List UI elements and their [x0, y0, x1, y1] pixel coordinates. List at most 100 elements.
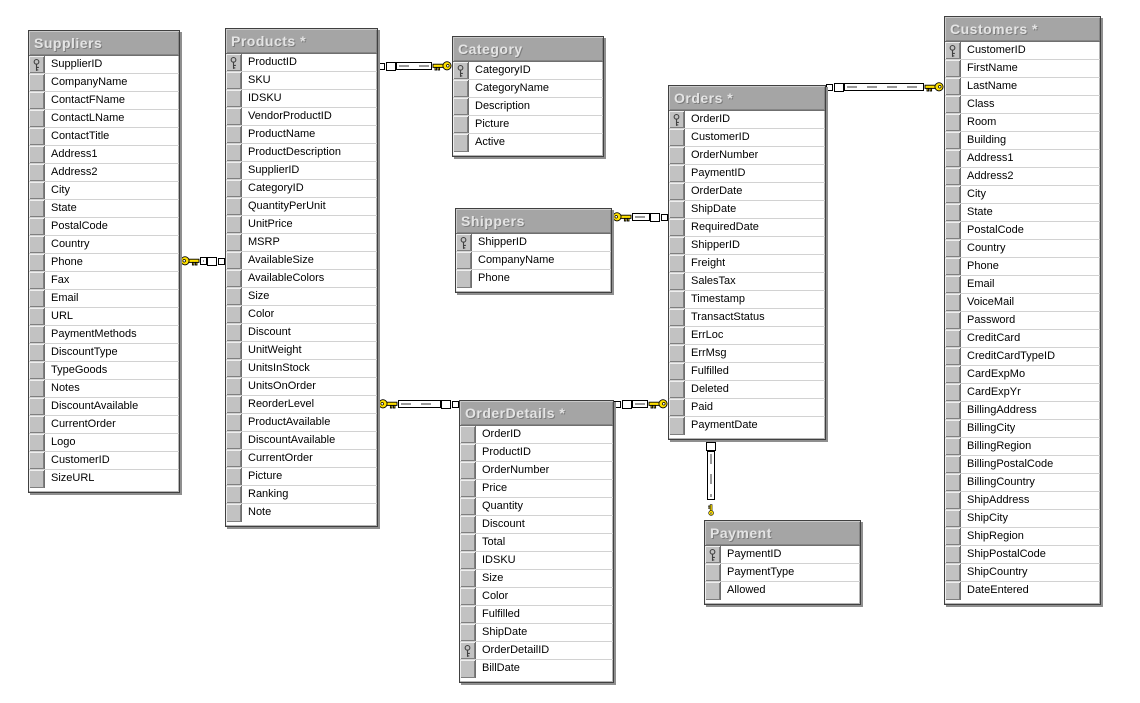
field-row[interactable]: Deleted: [669, 381, 825, 399]
field-row[interactable]: BillingCountry: [945, 474, 1100, 492]
field-row[interactable]: CurrentOrder: [226, 450, 377, 468]
field-row[interactable]: Description: [453, 98, 603, 116]
field-row[interactable]: DiscountAvailable: [29, 398, 179, 416]
table-title-orderdetails[interactable]: OrderDetails *: [460, 401, 613, 426]
field-row[interactable]: ProductAvailable: [226, 414, 377, 432]
field-row[interactable]: CustomerID: [669, 129, 825, 147]
field-row[interactable]: Note: [226, 504, 377, 522]
field-row[interactable]: Color: [460, 588, 613, 606]
field-row[interactable]: ShipperID: [669, 237, 825, 255]
field-row[interactable]: TransactStatus: [669, 309, 825, 327]
relationship-category-products[interactable]: [378, 60, 452, 72]
field-row[interactable]: OrderID: [460, 426, 613, 444]
field-row[interactable]: CompanyName: [456, 252, 611, 270]
field-row[interactable]: Notes: [29, 380, 179, 398]
field-row[interactable]: ShipCountry: [945, 564, 1100, 582]
field-row[interactable]: CategoryName: [453, 80, 603, 98]
table-title-category[interactable]: Category: [453, 37, 603, 62]
field-row[interactable]: ShipPostalCode: [945, 546, 1100, 564]
field-row[interactable]: Price: [460, 480, 613, 498]
field-row[interactable]: CustomerID: [29, 452, 179, 470]
field-row[interactable]: Quantity: [460, 498, 613, 516]
field-row[interactable]: PaymentType: [705, 564, 860, 582]
field-row[interactable]: Fax: [29, 272, 179, 290]
field-row[interactable]: Class: [945, 96, 1100, 114]
field-row[interactable]: SupplierID: [29, 56, 179, 74]
field-row[interactable]: UnitsOnOrder: [226, 378, 377, 396]
field-row[interactable]: PaymentID: [669, 165, 825, 183]
field-row[interactable]: Address2: [945, 168, 1100, 186]
field-row[interactable]: SalesTax: [669, 273, 825, 291]
field-row[interactable]: PostalCode: [945, 222, 1100, 240]
field-row[interactable]: BillDate: [460, 660, 613, 678]
field-row[interactable]: Address1: [29, 146, 179, 164]
field-row[interactable]: OrderDetailID: [460, 642, 613, 660]
field-row[interactable]: ErrMsg: [669, 345, 825, 363]
field-row[interactable]: Timestamp: [669, 291, 825, 309]
field-row[interactable]: Password: [945, 312, 1100, 330]
field-row[interactable]: ShipCity: [945, 510, 1100, 528]
field-row[interactable]: Email: [29, 290, 179, 308]
field-row[interactable]: AvailableColors: [226, 270, 377, 288]
field-row[interactable]: CustomerID: [945, 42, 1100, 60]
field-row[interactable]: ShipRegion: [945, 528, 1100, 546]
field-row[interactable]: OrderID: [669, 111, 825, 129]
field-row[interactable]: ProductDescription: [226, 144, 377, 162]
field-row[interactable]: PaymentDate: [669, 417, 825, 435]
field-row[interactable]: BillingRegion: [945, 438, 1100, 456]
field-row[interactable]: BillingAddress: [945, 402, 1100, 420]
field-row[interactable]: Active: [453, 134, 603, 152]
field-row[interactable]: ProductName: [226, 126, 377, 144]
field-row[interactable]: Address1: [945, 150, 1100, 168]
field-row[interactable]: DateEntered: [945, 582, 1100, 600]
field-row[interactable]: Allowed: [705, 582, 860, 600]
relationship-products-orderdetails[interactable]: [378, 398, 459, 410]
field-row[interactable]: LastName: [945, 78, 1100, 96]
field-row[interactable]: ProductID: [226, 54, 377, 72]
table-title-shippers[interactable]: Shippers: [456, 209, 611, 234]
field-row[interactable]: CompanyName: [29, 74, 179, 92]
relationship-orders-orderdetails[interactable]: [614, 398, 668, 410]
field-row[interactable]: Phone: [456, 270, 611, 288]
field-row[interactable]: Discount: [226, 324, 377, 342]
relationship-suppliers-products[interactable]: [180, 255, 225, 267]
field-row[interactable]: URL: [29, 308, 179, 326]
field-row[interactable]: ReorderLevel: [226, 396, 377, 414]
field-row[interactable]: CategoryID: [453, 62, 603, 80]
field-row[interactable]: CreditCardTypeID: [945, 348, 1100, 366]
field-row[interactable]: DiscountAvailable: [226, 432, 377, 450]
field-row[interactable]: Size: [460, 570, 613, 588]
relationship-customers-orders[interactable]: [826, 81, 944, 93]
table-title-products[interactable]: Products *: [226, 29, 377, 54]
field-row[interactable]: SKU: [226, 72, 377, 90]
field-row[interactable]: FirstName: [945, 60, 1100, 78]
field-row[interactable]: ErrLoc: [669, 327, 825, 345]
field-row[interactable]: Paid: [669, 399, 825, 417]
field-row[interactable]: Email: [945, 276, 1100, 294]
field-row[interactable]: Color: [226, 306, 377, 324]
field-row[interactable]: TypeGoods: [29, 362, 179, 380]
field-row[interactable]: IDSKU: [226, 90, 377, 108]
table-title-orders[interactable]: Orders *: [669, 86, 825, 111]
field-row[interactable]: AvailableSize: [226, 252, 377, 270]
field-row[interactable]: ShipperID: [456, 234, 611, 252]
field-row[interactable]: CategoryID: [226, 180, 377, 198]
field-row[interactable]: Total: [460, 534, 613, 552]
field-row[interactable]: RequiredDate: [669, 219, 825, 237]
field-row[interactable]: State: [945, 204, 1100, 222]
field-row[interactable]: DiscountType: [29, 344, 179, 362]
field-row[interactable]: Address2: [29, 164, 179, 182]
table-title-suppliers[interactable]: Suppliers: [29, 31, 179, 56]
field-row[interactable]: VendorProductID: [226, 108, 377, 126]
field-row[interactable]: ShipAddress: [945, 492, 1100, 510]
field-row[interactable]: Fulfilled: [460, 606, 613, 624]
field-row[interactable]: Logo: [29, 434, 179, 452]
field-row[interactable]: City: [29, 182, 179, 200]
field-row[interactable]: CurrentOrder: [29, 416, 179, 434]
field-row[interactable]: UnitsInStock: [226, 360, 377, 378]
